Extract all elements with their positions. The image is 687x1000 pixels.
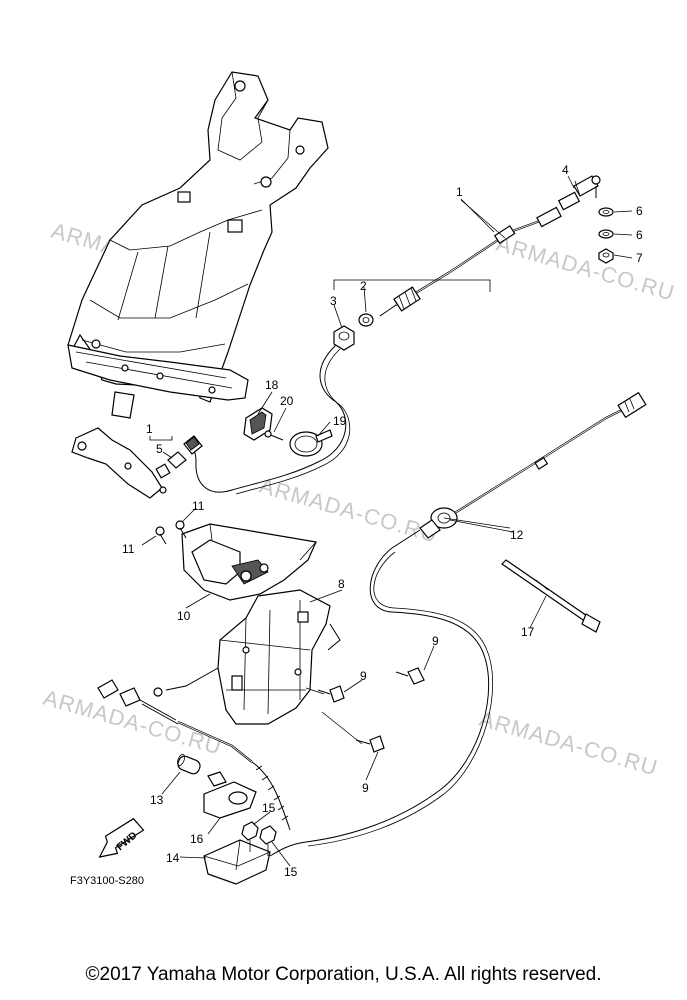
callout-18: 18 <box>265 378 279 392</box>
throttle-cable <box>269 391 647 857</box>
callout-6-upper: 6 <box>636 204 643 218</box>
callout-9-upper: 9 <box>432 634 439 648</box>
callout-17: 17 <box>521 625 535 639</box>
diagram-code: F3Y3100-S280 <box>70 875 144 887</box>
callout-15-lower: 15 <box>284 865 298 879</box>
callout-9-lower: 9 <box>362 781 369 795</box>
fwd-arrow-icon: FWD <box>98 817 145 858</box>
callout-6-lower: 6 <box>636 228 643 242</box>
leader-lines <box>141 175 633 867</box>
watermark-bottom-right: ARMADA-CO.RU <box>477 706 661 781</box>
callout-3: 3 <box>330 294 337 308</box>
callout-11-upper: 11 <box>192 499 205 513</box>
callout-19: 19 <box>333 414 347 428</box>
callouts: 1 2 3 4 6 6 7 18 20 19 1 5 11 11 12 10 8… <box>122 163 643 879</box>
clip-and-band-parts <box>243 407 333 457</box>
callout-10: 10 <box>177 609 191 623</box>
mounting-bracket <box>165 589 425 753</box>
shift-cable-assembly <box>187 175 614 495</box>
callout-12: 12 <box>510 528 524 542</box>
remote-control-housing <box>155 520 317 601</box>
copyright-footer: ©2017 Yamaha Motor Corporation, U.S.A. A… <box>85 964 602 985</box>
watermark-top-right: ARMADA-CO.RU <box>494 231 678 306</box>
callout-1-lower: 1 <box>146 422 153 436</box>
callout-5: 5 <box>156 442 163 456</box>
lower-linkage-parts <box>97 679 291 885</box>
callout-13: 13 <box>150 793 164 807</box>
callout-2: 2 <box>360 279 367 293</box>
callout-7: 7 <box>636 251 643 265</box>
callout-9-middle: 9 <box>360 669 367 683</box>
callout-20: 20 <box>280 394 294 408</box>
swivel-bracket-frame <box>67 71 329 499</box>
cable-tie <box>501 559 601 633</box>
callout-1: 1 <box>456 185 463 199</box>
callout-8: 8 <box>338 577 345 591</box>
callout-16: 16 <box>190 832 204 846</box>
callout-11-lower: 11 <box>122 542 135 556</box>
fitting-parts <box>149 435 203 494</box>
callout-15-upper: 15 <box>262 801 276 815</box>
callout-14: 14 <box>166 851 180 865</box>
callout-4: 4 <box>562 163 569 177</box>
